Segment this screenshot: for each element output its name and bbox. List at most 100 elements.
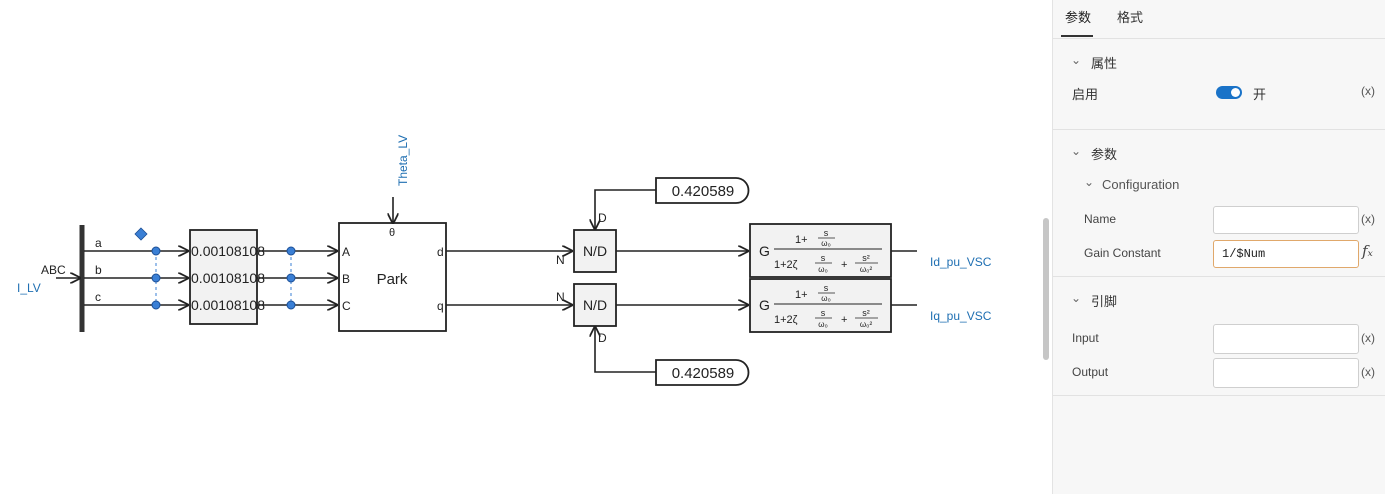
filter-den: 1+2ζ (774, 259, 798, 271)
output-pin-field[interactable] (1213, 358, 1359, 388)
park-port-d: d (437, 245, 444, 259)
gain-value-c: 0.00108108 (191, 297, 265, 313)
section-params-header[interactable]: ⌄ 参数 (1053, 130, 1385, 174)
section-properties-title: 属性 (1091, 56, 1118, 71)
constant-bottom-value: 0.420589 (672, 365, 735, 382)
fx-icon[interactable]: fₓ (1362, 242, 1373, 260)
filter-s: s (824, 283, 829, 293)
bus-label: ABC (41, 263, 66, 277)
filter-w0: ω₀ (818, 320, 828, 329)
gain-block[interactable]: 0.00108108 0.00108108 0.00108108 (189, 229, 265, 325)
filter-w0: ω₀ (818, 265, 828, 274)
gain-constant-input[interactable] (1213, 240, 1359, 268)
chevron-down-icon: ⌄ (1071, 53, 1082, 67)
wire-node[interactable] (286, 300, 296, 310)
wire-node[interactable] (286, 273, 296, 283)
input-pin-row: Input (x) (1053, 321, 1385, 355)
divider (1053, 129, 1385, 130)
panel-tabs: 参数 格式 (1053, 0, 1385, 39)
park-theta-port: θ (389, 227, 395, 239)
filter-w02: ω₀² (860, 320, 873, 329)
wire-node[interactable] (286, 246, 296, 256)
enable-variable-button[interactable]: (x) (1361, 84, 1375, 98)
constant-block-top[interactable]: 0.420589 (655, 177, 750, 204)
active-tab-indicator (1061, 35, 1093, 37)
park-port-b: B (342, 272, 350, 286)
section-properties-header[interactable]: ⌄ 属性 (1053, 39, 1385, 83)
constant-top-value: 0.420589 (672, 183, 735, 200)
filter-block-q[interactable]: G 1+ s ω₀ 1+2ζ s ω₀ + s² ω₀² (749, 278, 892, 333)
enable-state: 开 (1253, 87, 1267, 102)
enable-toggle[interactable] (1216, 86, 1242, 99)
constant-bottom-wire (595, 327, 656, 373)
filter-w0: ω₀ (821, 239, 831, 248)
filter-s2: s² (862, 308, 870, 318)
constant-block-bottom[interactable]: 0.420589 (655, 359, 750, 386)
tab-format[interactable]: 格式 (1117, 10, 1144, 25)
output-label-q: Iq_pu_VSC (930, 309, 992, 323)
gain-constant-row: Gain Constant fₓ (1053, 236, 1385, 276)
canvas-scrollbar[interactable] (1043, 218, 1049, 360)
chevron-down-icon: ⌄ (1071, 144, 1082, 158)
phase-label-c: c (95, 290, 101, 304)
park-port-a: A (342, 245, 350, 259)
filter-gain: G (759, 243, 770, 259)
section-pins-title: 引脚 (1091, 294, 1118, 309)
filter-s2: s² (862, 253, 870, 263)
input-pin-field[interactable] (1213, 324, 1359, 354)
output-pin-row: Output (x) (1053, 355, 1385, 395)
divider-block-d[interactable]: N/D (573, 229, 617, 273)
name-row: Name (x) (1053, 202, 1385, 236)
name-input[interactable] (1213, 206, 1359, 234)
filter-num: 1+ (795, 289, 808, 301)
gain-value-a: 0.00108108 (191, 243, 265, 259)
output-pin-variable-button[interactable]: (x) (1361, 365, 1375, 379)
chevron-down-icon: ⌄ (1084, 175, 1095, 189)
divider-d-port: D (598, 331, 607, 345)
park-port-c: C (342, 299, 351, 313)
divider-d-port: D (598, 211, 607, 225)
constant-top-wire (595, 189, 656, 229)
section-pins-header[interactable]: ⌄ 引脚 (1053, 277, 1385, 321)
gain-value-b: 0.00108108 (191, 270, 265, 286)
input-pin-label: Input (1072, 331, 1099, 345)
filter-num: 1+ (795, 234, 808, 246)
output-pin-label: Output (1072, 365, 1109, 379)
filter-s: s (821, 253, 826, 263)
wire-node[interactable] (151, 300, 161, 310)
divider (1053, 395, 1385, 396)
name-variable-button[interactable]: (x) (1361, 212, 1375, 226)
diagram-canvas[interactable]: ABC I_LV a b c 0.00108108 0.00108108 0.0… (0, 0, 1043, 494)
theta-signal-label: Theta_LV (396, 135, 410, 186)
filter-s: s (821, 308, 826, 318)
wire-node[interactable] (151, 246, 161, 256)
filter-gain: G (759, 297, 770, 313)
selection-handle-icon[interactable] (134, 227, 148, 241)
divider-label: N/D (583, 297, 607, 313)
filter-den: 1+2ζ (774, 314, 798, 326)
divider-n-port: N (556, 290, 565, 304)
output-wires (891, 250, 917, 306)
filter-block-d[interactable]: G 1+ s ω₀ 1+2ζ s ω₀ + s² ω₀² (749, 223, 892, 278)
divider-label: N/D (583, 243, 607, 259)
filter-plus: + (841, 314, 847, 326)
filter-w02: ω₀² (860, 265, 873, 274)
wire-node[interactable] (151, 273, 161, 283)
configuration-title: Configuration (1102, 177, 1180, 192)
filter-w0: ω₀ (821, 294, 831, 303)
tab-params[interactable]: 参数 (1065, 10, 1092, 25)
filter-plus: + (841, 259, 847, 271)
configuration-header[interactable]: ⌄ Configuration (1053, 174, 1385, 202)
park-to-divider-wires (446, 251, 572, 305)
divider-block-q[interactable]: N/D (573, 283, 617, 327)
park-block[interactable]: Park θ A B C d q (338, 222, 447, 332)
input-signal-label: I_LV (17, 281, 41, 295)
diagram-svg: ABC I_LV a b c 0.00108108 0.00108108 0.0… (17, 135, 992, 386)
gain-constant-label: Gain Constant (1084, 246, 1161, 260)
divider-n-port: N (556, 253, 565, 267)
chevron-down-icon: ⌄ (1071, 291, 1082, 305)
properties-panel: 参数 格式 ⌄ 属性 启用 开 (x) ⌄ 参数 ⌄ Configuration… (1052, 0, 1385, 494)
input-pin-variable-button[interactable]: (x) (1361, 331, 1375, 345)
divider-to-filter-wires (616, 251, 748, 305)
gain-to-park-wires (257, 251, 337, 305)
